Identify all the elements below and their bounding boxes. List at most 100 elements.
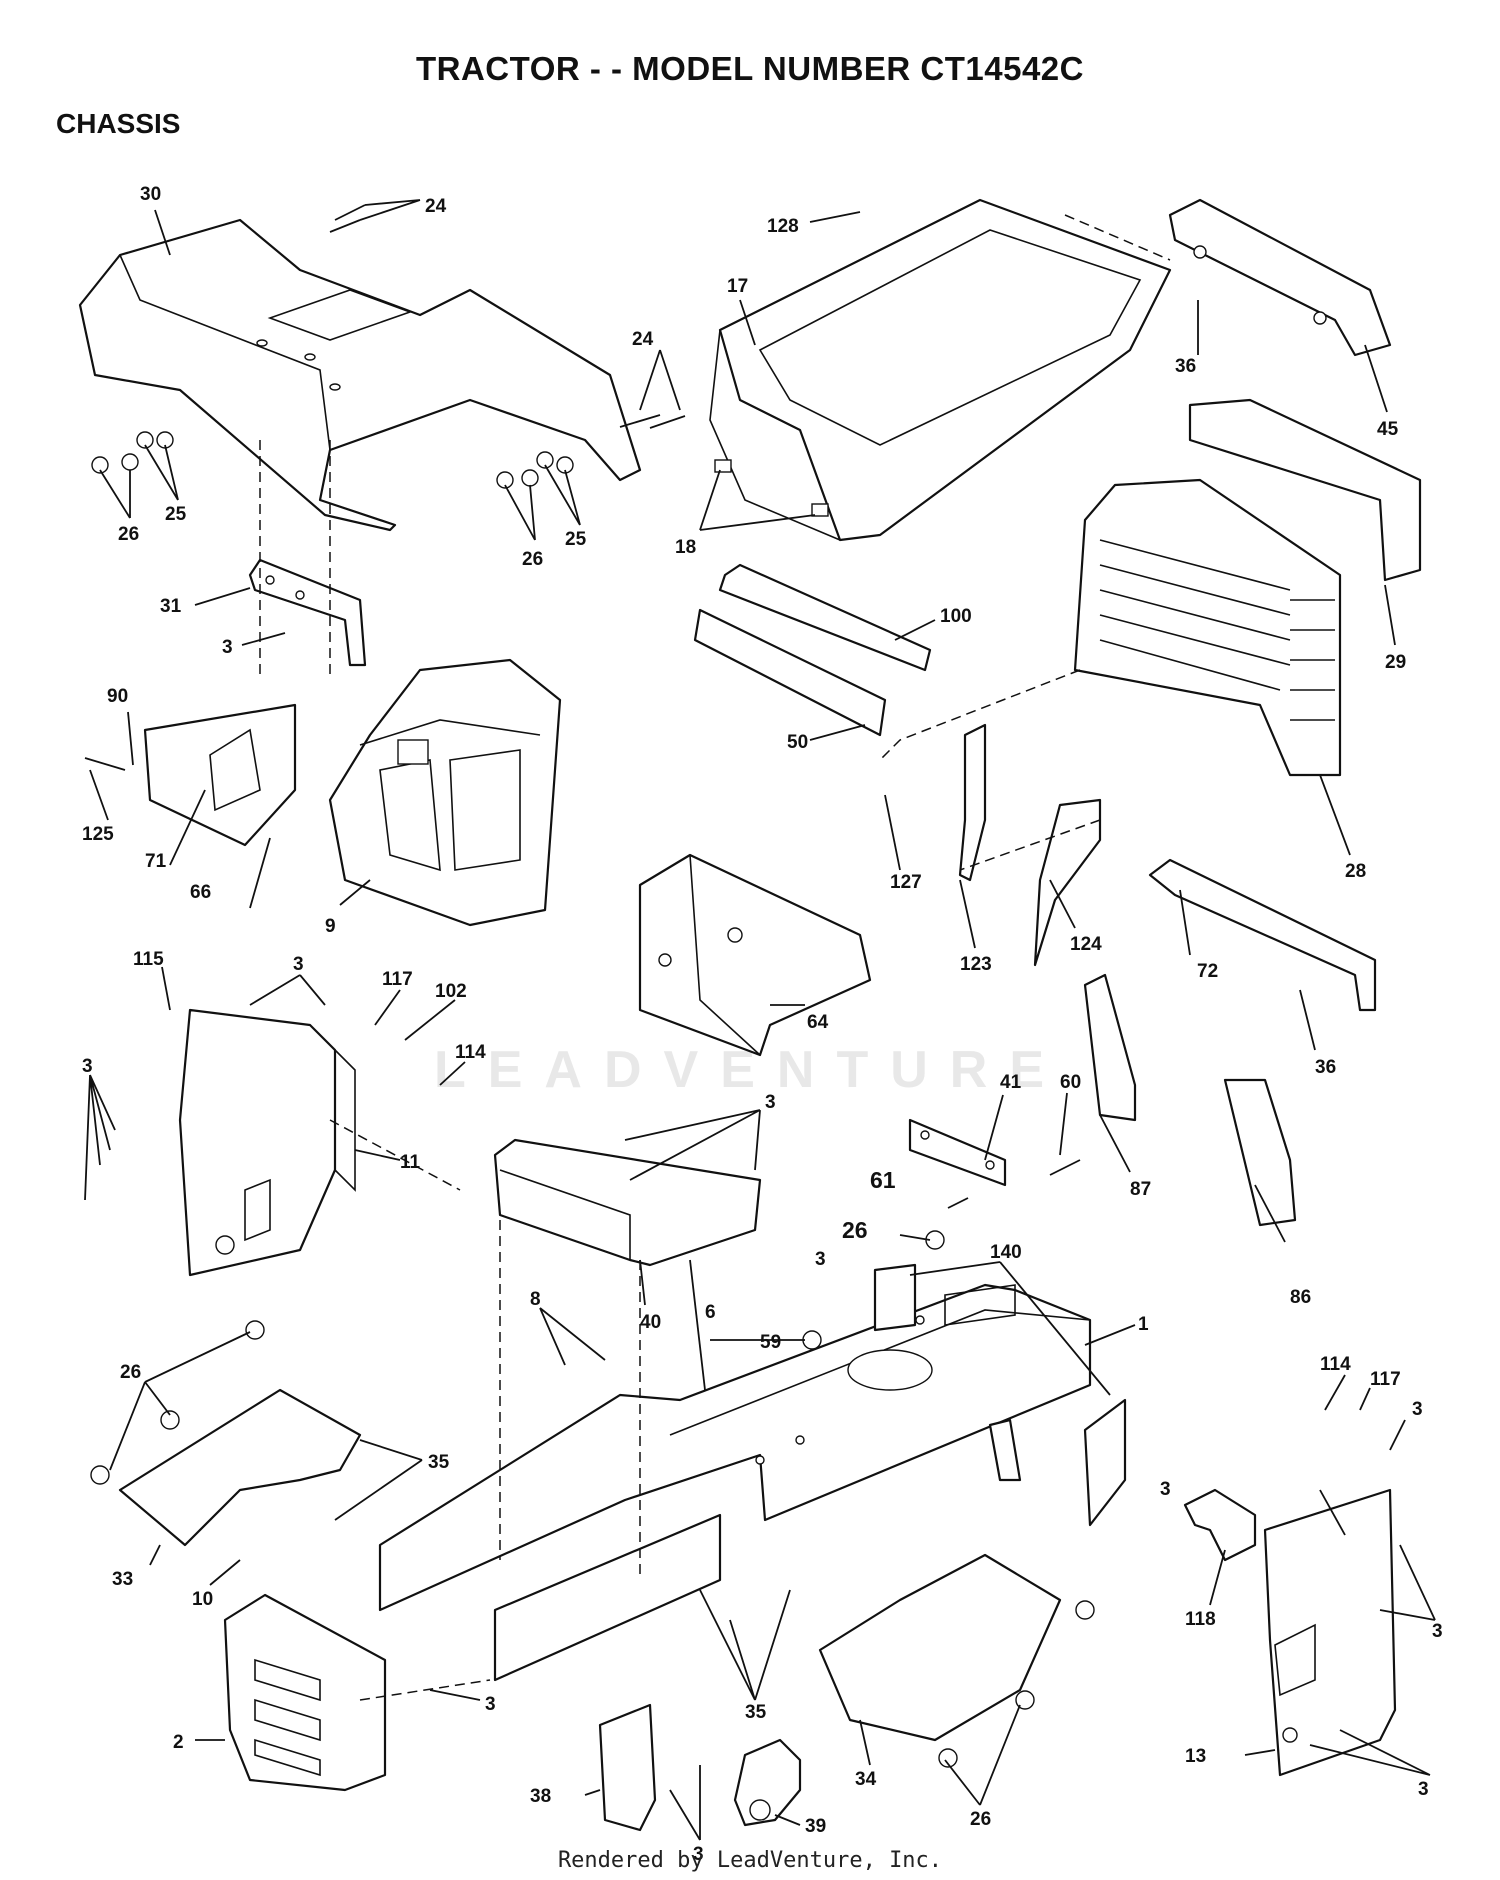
seat-rail-part: [693, 563, 932, 737]
callout-125: 125: [82, 824, 114, 845]
callout-18: 18: [675, 537, 696, 558]
rear-fender-part: [78, 218, 642, 532]
callout-9: 9: [325, 916, 336, 937]
callout-66: 66: [190, 882, 211, 903]
plate-66-part: [143, 703, 297, 847]
callout-29: 29: [1385, 652, 1406, 673]
bracket-124-part: [1033, 798, 1102, 967]
side-panel-right-part: [1263, 1488, 1397, 1777]
callout-128: 128: [767, 216, 799, 237]
bracket-140-part: [873, 1263, 1127, 1527]
callout-114: 114: [455, 1042, 486, 1063]
callouts: 30 24 128 17 36 45 24 26 25 26 25 18 29 …: [82, 184, 1443, 1865]
callout-36: 36: [1315, 1057, 1336, 1078]
callout-35: 35: [745, 1702, 767, 1723]
callout-25: 25: [165, 504, 187, 525]
callout-90: 90: [107, 686, 128, 707]
callout-117: 117: [382, 969, 413, 990]
footrest-34-part: [818, 1553, 1062, 1742]
section-title: CHASSIS: [56, 108, 181, 139]
callout-87: 87: [1130, 1179, 1151, 1200]
callout-3: 3: [815, 1249, 826, 1270]
grille-part: [1073, 478, 1342, 777]
callout-3: 3: [1418, 1779, 1429, 1800]
callout-3: 3: [765, 1092, 776, 1113]
watermark: LEADVENTURE: [433, 1041, 1067, 1099]
callout-59: 59: [760, 1332, 781, 1353]
callout-71: 71: [145, 851, 167, 872]
callout-102: 102: [435, 981, 467, 1002]
callout-45: 45: [1377, 419, 1399, 440]
callout-123: 123: [960, 954, 992, 975]
bracket-72-part: [1148, 858, 1377, 1012]
callout-24: 24: [425, 196, 447, 217]
callout-26: 26: [842, 1217, 868, 1243]
callout-25: 25: [565, 529, 587, 550]
main-frame-part: [378, 1283, 1092, 1682]
seat-pan-part: [709, 198, 1172, 542]
callout-34: 34: [855, 1769, 877, 1790]
bracket-38-part: [598, 1703, 657, 1832]
callout-3: 3: [82, 1056, 93, 1077]
callout-3: 3: [293, 954, 304, 975]
callout-35: 35: [428, 1452, 450, 1473]
callout-86: 86: [1290, 1287, 1311, 1308]
footer-credit: Rendered by LeadVenture, Inc.: [557, 1848, 943, 1873]
callout-8: 8: [530, 1289, 541, 1310]
callout-118: 118: [1185, 1609, 1216, 1630]
callout-33: 33: [112, 1569, 133, 1590]
callout-40: 40: [640, 1312, 661, 1333]
callout-127: 127: [890, 872, 922, 893]
callout-6: 6: [705, 1302, 716, 1323]
callout-39: 39: [805, 1816, 826, 1837]
bracket-118-part: [1183, 1488, 1257, 1562]
assembly-lines: [259, 214, 1171, 1701]
callout-26: 26: [522, 549, 543, 570]
dash-support-part: [638, 853, 872, 1057]
bracket-123-part: [958, 723, 987, 882]
page-title: TRACTOR - - MODEL NUMBER CT14542C: [415, 50, 1084, 87]
callout-114: 114: [1320, 1354, 1351, 1375]
callout-38: 38: [530, 1786, 551, 1807]
callout-24: 24: [632, 329, 654, 350]
callout-100: 100: [940, 606, 972, 627]
bracket-39-part: [733, 1738, 802, 1827]
callout-30: 30: [140, 184, 161, 205]
callout-61: 61: [870, 1167, 896, 1193]
callout-72: 72: [1197, 961, 1218, 982]
shield-87-part: [1083, 973, 1137, 1122]
callout-28: 28: [1345, 861, 1366, 882]
callout-60: 60: [1060, 1072, 1081, 1093]
callout-115: 115: [133, 949, 164, 970]
callout-140: 140: [990, 1242, 1022, 1263]
bracket-31-part: [248, 558, 367, 667]
callout-3: 3: [485, 1694, 496, 1715]
callout-26: 26: [118, 524, 139, 545]
grille-screen-part: [1188, 398, 1422, 582]
battery-tray-part: [493, 1138, 762, 1267]
callout-36: 36: [1175, 356, 1196, 377]
callout-2: 2: [173, 1732, 184, 1753]
callout-13: 13: [1185, 1746, 1206, 1767]
side-panel-left-part: [178, 1008, 356, 1277]
shield-86-part: [1223, 1078, 1297, 1227]
leader-lines: [84, 199, 1436, 1841]
callout-17: 17: [727, 276, 748, 297]
dash-panel-part: [328, 658, 562, 927]
callout-124: 124: [1070, 934, 1102, 955]
callout-3: 3: [693, 1844, 704, 1865]
callout-26: 26: [970, 1809, 991, 1830]
callout-50: 50: [787, 732, 808, 753]
footrest-33-part: [118, 1388, 362, 1547]
callout-3: 3: [1412, 1399, 1423, 1420]
callout-11: 11: [400, 1152, 421, 1173]
fastener-parts: [84, 204, 1095, 1768]
callout-10: 10: [192, 1589, 213, 1610]
callout-1: 1: [1138, 1314, 1149, 1335]
callout-31: 31: [160, 596, 182, 617]
callout-3: 3: [1160, 1479, 1171, 1500]
callout-64: 64: [807, 1012, 829, 1033]
bracket-45-part: [1168, 198, 1392, 357]
callout-41: 41: [1000, 1072, 1022, 1093]
